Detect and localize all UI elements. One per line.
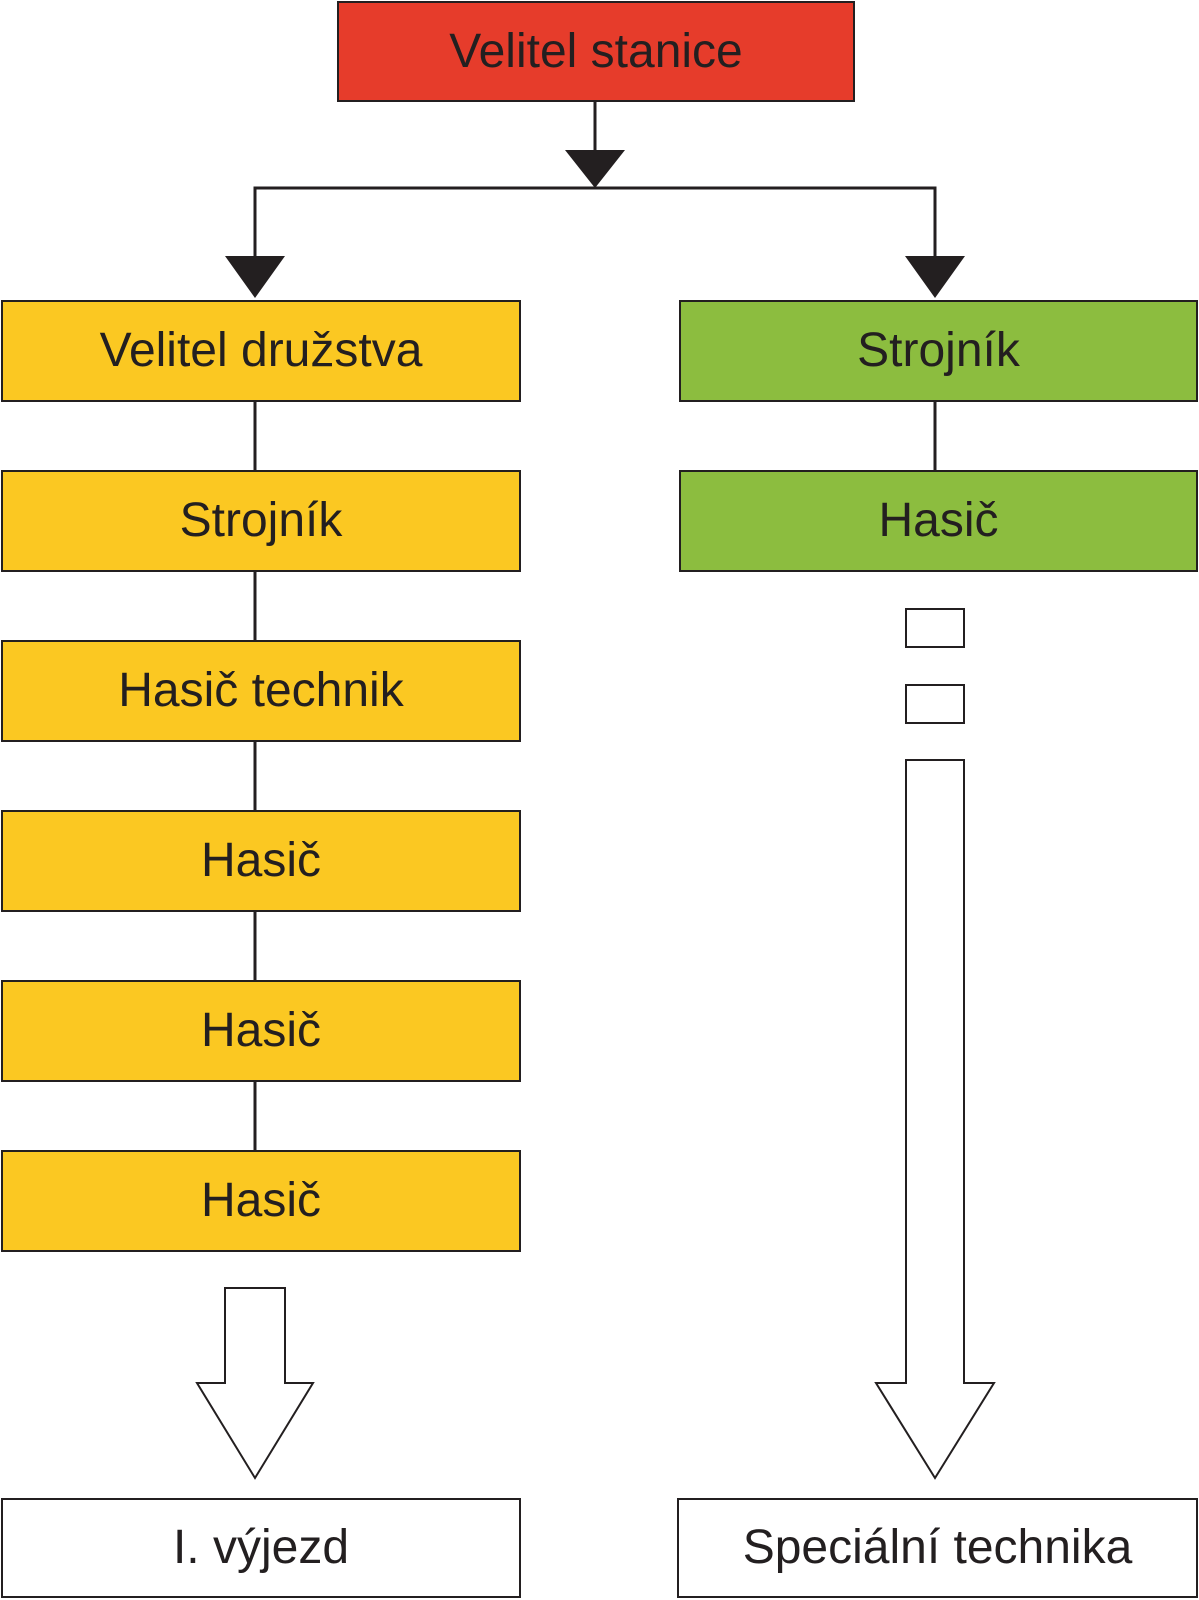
- left-item-label: Strojník: [179, 494, 343, 547]
- right-hollow-arrow: [874, 759, 996, 1480]
- right-result-box: Speciální technika: [677, 1498, 1198, 1598]
- left-result-box: I. výjezd: [1, 1498, 521, 1598]
- left-item-3: Hasič technik: [1, 640, 521, 742]
- left-item-label: Hasič: [200, 1174, 322, 1227]
- station-commander-label: Velitel stanice: [449, 24, 743, 78]
- left-item-5: Hasič: [1, 980, 521, 1082]
- right-arrowhead: [905, 256, 965, 298]
- right-item-2: Hasič: [679, 470, 1198, 572]
- right-item-1: Strojník: [679, 300, 1198, 402]
- left-item-4: Hasič: [1, 810, 521, 912]
- left-item-1: Velitel družstva: [1, 300, 521, 402]
- station-commander-box: Velitel stanice: [337, 1, 855, 102]
- left-hollow-arrow: [195, 1287, 315, 1480]
- left-item-label: Hasič technik: [118, 664, 404, 717]
- left-arrowhead: [225, 256, 285, 298]
- left-result-label: I. výjezd: [172, 1521, 350, 1574]
- top-arrowhead: [565, 150, 625, 188]
- continuation-box-1: [905, 608, 965, 648]
- left-item-6: Hasič: [1, 1150, 521, 1252]
- left-item-2: Strojník: [1, 470, 521, 572]
- right-result-label: Speciální technika: [742, 1521, 1133, 1574]
- split-connector-line: [253, 186, 937, 258]
- right-item-label: Hasič: [878, 494, 999, 547]
- left-item-label: Hasič: [200, 1004, 322, 1057]
- left-item-label: Hasič: [200, 834, 322, 887]
- right-item-label: Strojník: [857, 324, 1020, 377]
- left-item-label: Velitel družstva: [99, 324, 423, 377]
- continuation-box-2: [905, 684, 965, 724]
